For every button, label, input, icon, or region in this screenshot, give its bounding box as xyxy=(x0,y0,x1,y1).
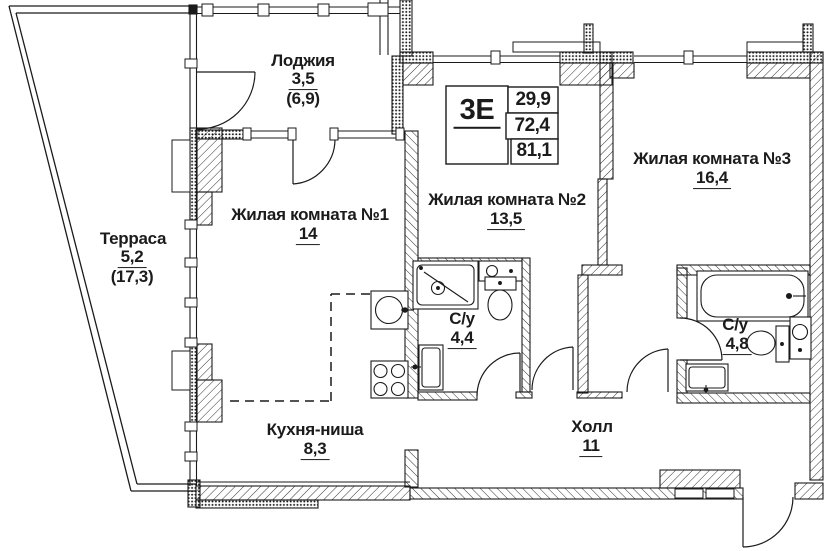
window-mullions xyxy=(184,58,198,462)
label-loggia: Лоджия xyxy=(271,51,335,71)
doors xyxy=(196,71,794,548)
bathtub-icon xyxy=(696,270,809,322)
label-terrace-area: 5,2 xyxy=(117,248,147,268)
legend-row-1: 29,9 xyxy=(515,89,551,111)
washing-machine-icon xyxy=(685,363,729,393)
room2-hall-door-arc xyxy=(531,346,574,391)
toilet-icon xyxy=(746,325,790,363)
washing-machine-icon xyxy=(411,344,444,391)
label-room3-area: 16,4 xyxy=(693,169,731,189)
label-kitchen-area: 8,3 xyxy=(300,440,330,460)
shower-icon xyxy=(412,260,479,310)
flat-type-value: 3Е xyxy=(453,94,501,130)
label-bath2-area: 4,8 xyxy=(722,335,752,355)
loggia-glazing xyxy=(195,0,413,141)
label-terrace: Терраса xyxy=(99,229,167,249)
label-hall-area: 11 xyxy=(579,437,603,457)
label-room2: Жилая комната №2 xyxy=(428,190,586,210)
bath2-door-arc xyxy=(679,317,723,361)
label-hall: Холл xyxy=(571,417,613,437)
legend-box xyxy=(445,85,559,165)
label-room1: Жилая комната №1 xyxy=(231,205,389,225)
right-exterior-wall xyxy=(794,51,824,500)
toilet-icon xyxy=(484,276,517,321)
label-room3: Жилая комната №3 xyxy=(633,149,791,169)
room2-top-wall xyxy=(399,23,613,86)
label-bath1: С/у xyxy=(449,309,475,329)
label-kitchen: Кухня-ниша xyxy=(266,420,364,440)
kitchen-sink-icon xyxy=(370,290,414,330)
legend-flat-type: 3Е xyxy=(453,94,501,130)
label-loggia-area-alt: (6,9) xyxy=(286,89,320,109)
bottom-wall xyxy=(195,469,744,509)
room2-room3-wall xyxy=(576,62,623,399)
left-facade-wall xyxy=(171,4,223,508)
label-room1-area: 14 xyxy=(295,225,321,245)
legend-row-3: 81,1 xyxy=(516,140,552,162)
bath1-door-arc xyxy=(476,352,521,397)
loggia-terrace-door-arc xyxy=(196,71,256,130)
room1-door-arc xyxy=(292,139,336,185)
stove-icon xyxy=(370,360,409,399)
hall-vestibule-door-arc xyxy=(626,348,669,393)
label-bath1-area: 4,4 xyxy=(447,329,477,349)
sink-icon xyxy=(789,316,812,360)
room3-top-wall xyxy=(599,23,824,79)
terrace-outline xyxy=(8,5,196,492)
label-loggia-area: 3,5 xyxy=(288,70,318,90)
label-bath2: С/у xyxy=(722,315,748,335)
label-terrace-area-alt: (17,3) xyxy=(110,267,154,287)
legend-row-2: 72,4 xyxy=(514,115,550,137)
entrance-door-arc xyxy=(742,496,794,548)
kitchen-niche-dashed-line xyxy=(230,293,371,402)
label-room2-area: 13,5 xyxy=(487,210,525,230)
